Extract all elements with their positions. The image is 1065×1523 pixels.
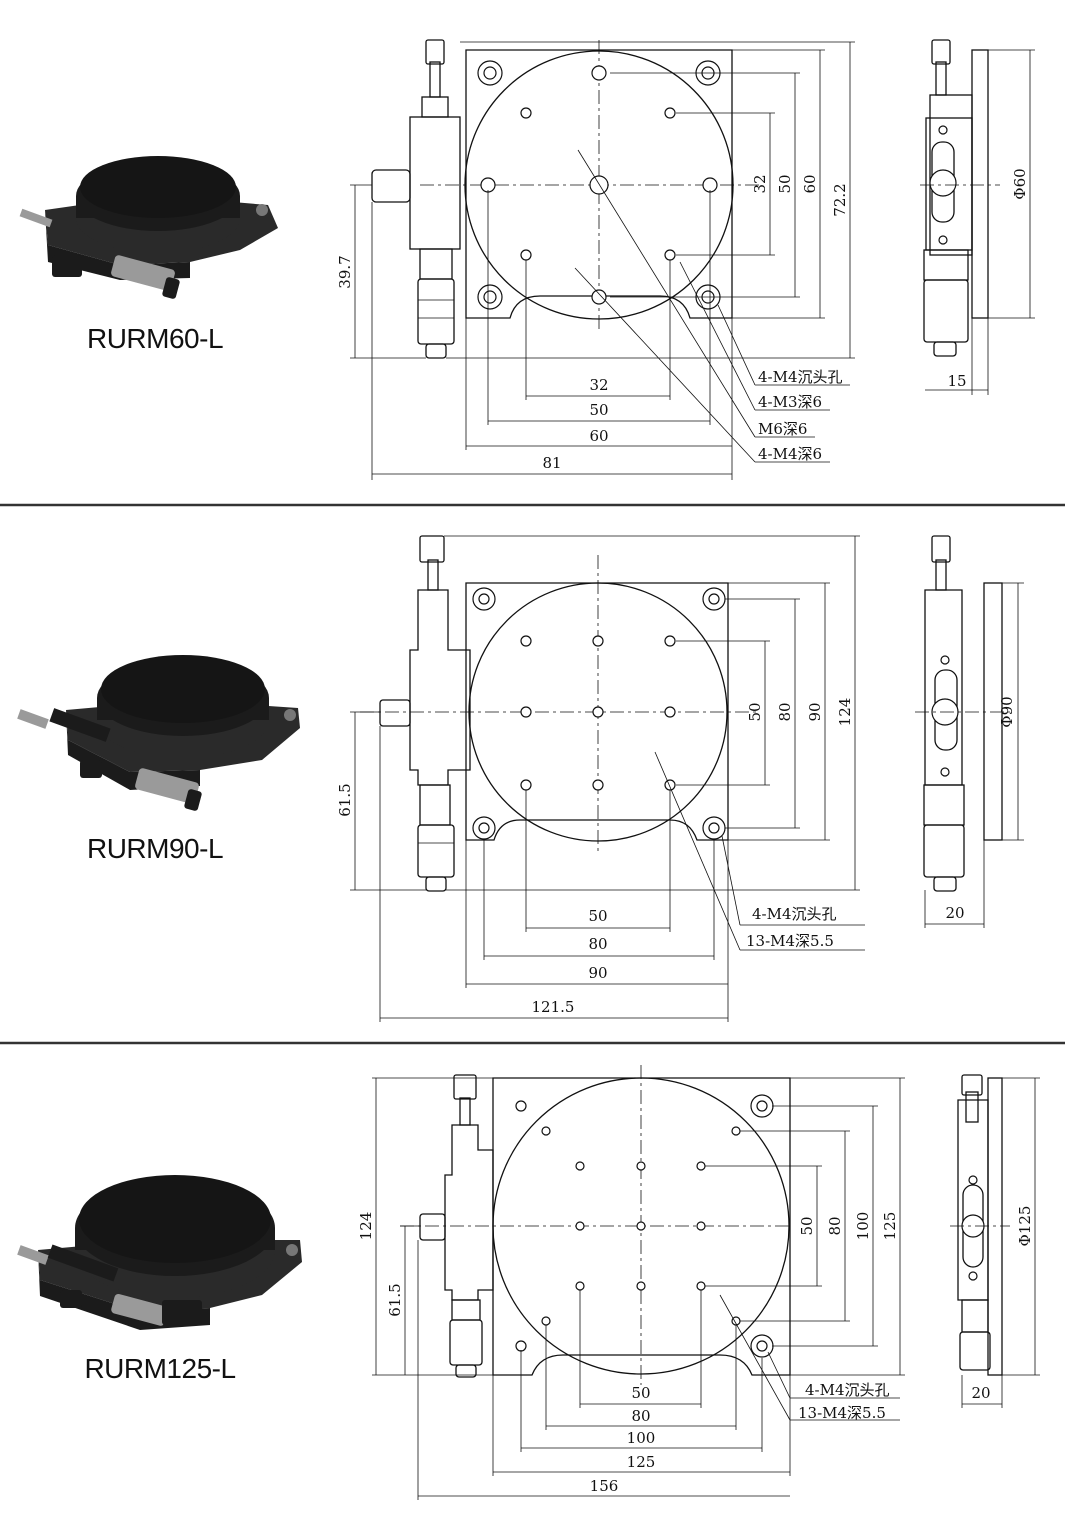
dim-h125: 125: [881, 1212, 899, 1241]
callout: M6深6: [758, 420, 807, 438]
dim-125: 125: [627, 1453, 656, 1471]
side-diameter: Φ90: [998, 696, 1016, 727]
dim-h50: 50: [798, 1216, 816, 1235]
callout: 13-M4深5.5: [746, 932, 834, 950]
dim-100: 100: [627, 1429, 656, 1447]
dim-90: 90: [588, 964, 607, 982]
side-view-rurm60: [920, 39, 1035, 395]
dim-h61: 61.5: [336, 783, 354, 816]
side-diameter: Φ60: [1011, 168, 1029, 199]
dim-h61: 61.5: [386, 1283, 404, 1316]
dim-h50: 50: [776, 174, 794, 193]
dim-h50: 50: [746, 702, 764, 721]
dim-121: 121.5: [532, 998, 575, 1016]
dim-h32: 32: [751, 174, 769, 193]
dim-80: 80: [631, 1407, 650, 1425]
callout: 4-M4沉头孔: [758, 368, 843, 386]
dim-h90: 90: [806, 702, 824, 721]
model-name: RURM90-L: [87, 833, 223, 864]
side-view-rurm125: [950, 1074, 1040, 1408]
side-width: 20: [945, 904, 964, 922]
front-view-rurm125: [372, 1065, 905, 1500]
dim-h124: 124: [357, 1212, 375, 1241]
dim-80: 80: [588, 935, 607, 953]
dim-50: 50: [631, 1384, 650, 1402]
side-diameter: Φ125: [1016, 1206, 1034, 1247]
dim-60: 60: [589, 427, 608, 445]
callout: 4-M3深6: [758, 393, 822, 411]
dim-h124: 124: [836, 698, 854, 727]
side-width: 20: [971, 1384, 990, 1402]
product-photo-rurm125: [17, 1175, 302, 1330]
dim-156: 156: [590, 1477, 619, 1495]
product-photo-rurm90: [17, 655, 300, 811]
product-photo-rurm60: [19, 156, 278, 299]
model-name: RURM60-L: [87, 323, 223, 354]
dim-h60: 60: [801, 174, 819, 193]
model-name: RURM125-L: [84, 1353, 235, 1384]
dim-h72: 72.2: [831, 183, 849, 216]
callout: 4-M4深6: [758, 445, 822, 463]
panel-rurm125: RURM125-L: [17, 1065, 1040, 1500]
dim-h100: 100: [854, 1212, 872, 1241]
front-view-rurm90: [350, 535, 865, 1022]
callout: 4-M4沉头孔: [752, 905, 837, 923]
dim-81: 81: [542, 454, 561, 472]
dim-h39: 39.7: [336, 255, 354, 288]
panel-rurm90: RURM90-L: [17, 535, 1024, 1022]
dim-50: 50: [589, 401, 608, 419]
dim-h80: 80: [826, 1216, 844, 1235]
side-width: 15: [947, 372, 966, 390]
dim-32: 32: [589, 376, 608, 394]
front-view-rurm60: [350, 39, 855, 480]
callout: 4-M4沉头孔: [805, 1381, 890, 1399]
dim-h80: 80: [776, 702, 794, 721]
dim-50: 50: [588, 907, 607, 925]
panel-rurm60: RURM60-L: [19, 39, 1035, 480]
side-view-rurm90: [915, 535, 1024, 928]
callout: 13-M4深5.5: [798, 1404, 886, 1422]
